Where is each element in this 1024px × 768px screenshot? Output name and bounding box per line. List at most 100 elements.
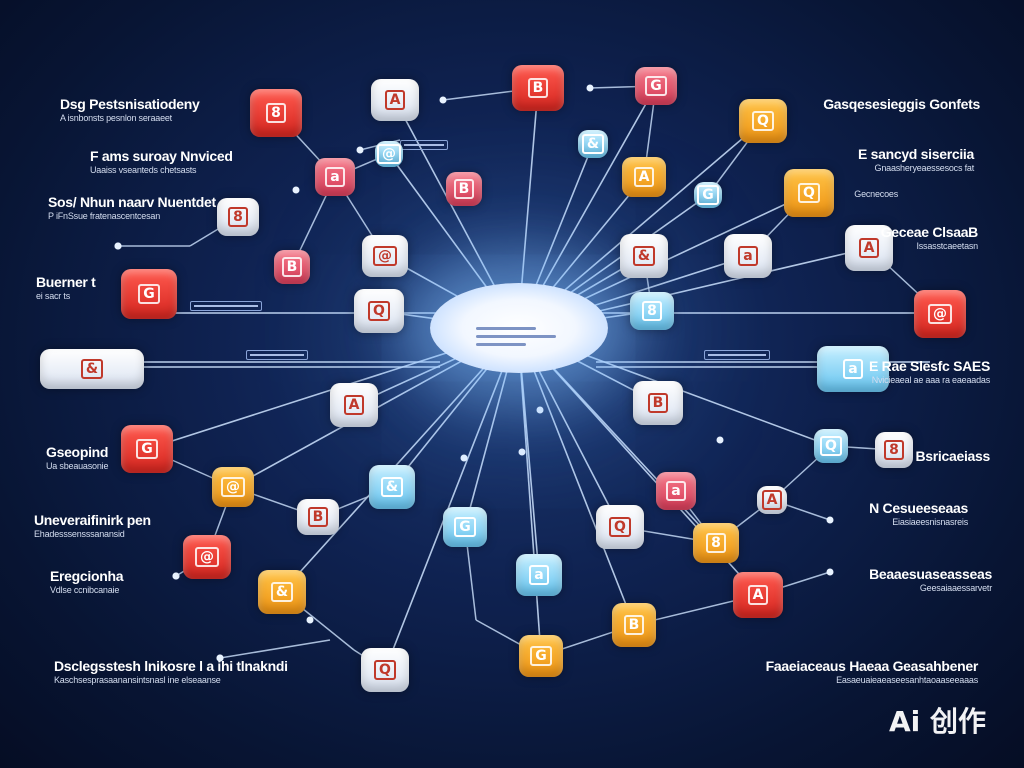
app-glyph-icon: Q [798,183,820,203]
app-glyph-icon: B [281,257,303,277]
app-glyph-icon: @ [928,304,952,324]
label-title: N Cesueeseaas [869,500,968,516]
label-title: Buerner t [36,274,96,290]
connector-dot [826,568,834,576]
app-glyph-icon: A [761,490,783,510]
label-title: Geceae ClsaaB [880,224,979,240]
connector-dot [114,242,122,250]
app-glyph-icon: 8 [228,207,248,227]
node-app-icon: A [757,486,787,514]
label-sub: Gecnecoes [854,189,898,199]
connector-dot [292,186,300,194]
node-app-icon: A [330,383,378,427]
label-l9: Gasqesesieggis Gonfets [823,96,980,113]
app-glyph-icon: @ [221,477,245,497]
app-glyph-icon: a [843,359,863,379]
label-sub: Kaschsesprasaanansintsnasl ine elseaanse [54,675,221,685]
central-hub-placeholder-lines [470,322,570,352]
node-app-icon: & [40,349,144,389]
app-glyph-icon: & [380,477,404,497]
node-app-icon: Q [784,169,834,217]
connector-dot [586,84,594,92]
app-glyph-icon: A [384,90,406,110]
node-app-icon: A [371,79,419,121]
node-app-icon: 8 [217,198,259,236]
label-title: Bsricaeiass [915,448,990,464]
app-glyph-icon: a [325,167,345,187]
app-glyph-icon: G [645,76,667,96]
node-app-icon: G [635,67,677,105]
app-glyph-icon: 8 [266,103,286,123]
app-glyph-icon: & [632,246,656,266]
node-app-icon: & [578,130,608,158]
node-app-icon: a [315,158,355,196]
node-app-icon: & [369,465,415,509]
node-app-icon: a [724,234,772,278]
connector-line [517,329,542,657]
app-glyph-icon: & [80,359,104,379]
node-app-icon: A [622,157,666,197]
label-sub: Issasstcaeetasn [916,241,978,251]
connector-line [281,329,519,593]
label-title: Gasqesesieggis Gonfets [823,96,980,112]
app-glyph-icon: B [647,393,669,413]
node-app-icon: G [121,269,177,319]
node-app-icon: a [516,554,562,596]
label-sub: Nvicieaeal ae aaa ra eaeaadas [871,375,990,385]
node-app-icon: B [633,381,683,425]
node-app-icon: G [694,182,722,208]
node-app-icon: & [620,234,668,278]
app-glyph-icon: @ [195,547,219,567]
label-title: E sancyd siserciia [857,146,974,162]
connector-line [517,329,635,626]
app-glyph-icon: a [666,481,686,501]
label-sub: ei sacr ts [36,291,71,301]
node-app-icon: B [512,65,564,111]
node-app-icon: @ [212,467,254,507]
app-glyph-icon: G [136,439,158,459]
app-glyph-icon: Q [368,301,390,321]
node-app-icon: 8 [875,432,913,468]
label-sub: Easaeuaieaeaseesanhtaoaaseeaaas [836,675,978,685]
connector-dot [536,406,544,414]
line-tag [400,140,448,150]
app-glyph-icon: & [581,134,605,154]
connector-dot [306,616,314,624]
app-glyph-icon: Q [374,660,396,680]
node-app-icon: G [121,425,173,473]
app-glyph-icon: G [697,185,719,205]
label-sub: Gnaasheryeaessesocs fat [874,163,975,173]
label-title: Eregcionha [50,568,124,584]
label-sub: Vdlse ccnibcanaie [50,585,120,595]
line-tag [704,350,770,360]
node-app-icon: Q [361,648,409,692]
label-sub: Uaaiss vseanteds chetsasts [90,165,197,175]
label-sub: P iFnSsue fratenascentcesan [48,211,161,221]
node-app-icon: 8 [250,89,302,137]
app-glyph-icon: & [270,582,294,602]
label-title: Uneveraifinirk pen [34,512,151,528]
label-title: Sos/ Nhun naarv Nuentdet [48,194,216,210]
app-glyph-icon: G [454,517,476,537]
node-app-icon: @ [362,235,408,277]
label-title: Dsg Pestsnisatiodeny [60,96,200,112]
node-app-icon: A [845,225,893,271]
node-app-icon: @ [183,535,231,579]
node-app-icon: A [733,572,783,618]
label-title: Faaeiaceaus Haeaa Geasahbener [765,658,979,674]
connector-dot [356,146,364,154]
node-app-icon: G [519,635,563,677]
app-glyph-icon: 8 [884,440,904,460]
connector-dot [460,454,468,462]
app-glyph-icon: a [529,565,549,585]
label-sub: Ehadesssensssanansid [34,529,125,539]
